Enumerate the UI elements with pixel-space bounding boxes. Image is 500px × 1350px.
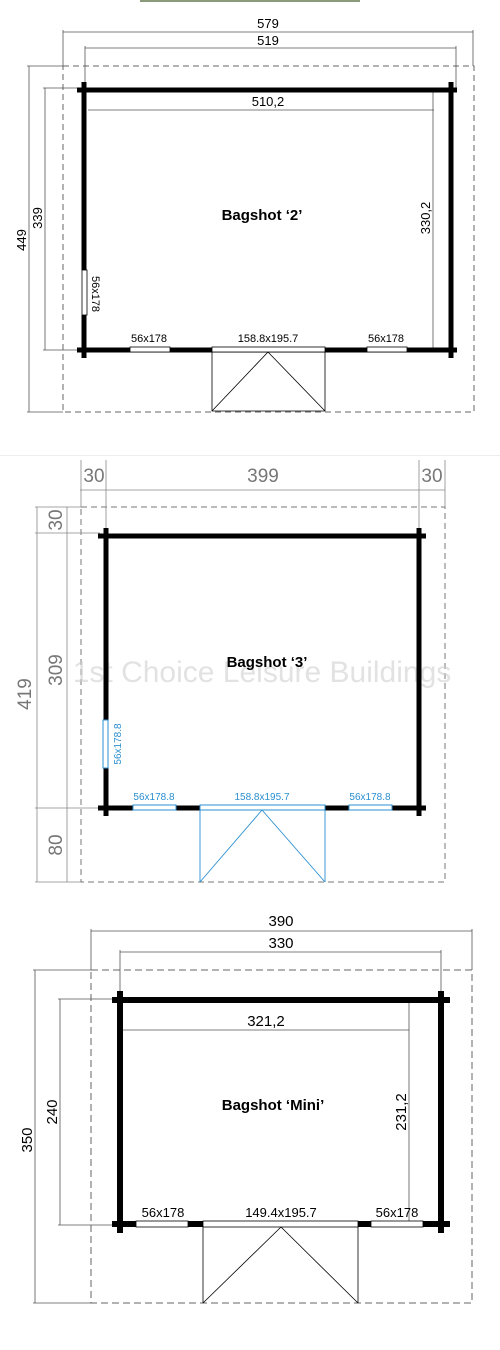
window-front-right xyxy=(348,804,393,811)
plan-bagshot-mini: 390 330 321,2 350 240 2 xyxy=(19,913,473,1304)
label-door: 149.4x195.7 xyxy=(245,1205,317,1220)
window-front-left xyxy=(129,346,171,353)
label-width-399: 399 xyxy=(247,466,279,487)
dimension-inner-depth: 330,2 xyxy=(418,92,434,348)
dimension-roof-width: 519 xyxy=(84,33,457,90)
label-579: 579 xyxy=(257,16,279,31)
plan-title: Bagshot ‘Mini’ xyxy=(222,1097,325,1114)
roof-outline xyxy=(62,65,475,413)
label-231-2: 231,2 xyxy=(393,1093,410,1131)
label-window-front-right: 56x178 xyxy=(376,1205,419,1220)
plan-title: Bagshot ‘3’ xyxy=(227,654,308,671)
plan-bagshot-2: 579 519 510,2 449 339 xyxy=(14,0,475,413)
top-image-strip xyxy=(140,0,360,2)
window-front-right xyxy=(370,1220,424,1228)
label-window-front-right: 56x178 xyxy=(368,333,404,345)
dimension-total-width xyxy=(90,929,473,970)
label-350: 350 xyxy=(19,1127,36,1152)
roof-outline xyxy=(90,969,473,1304)
plan-title: Bagshot ‘2’ xyxy=(222,207,303,224)
dimension-wall-depth: 339 xyxy=(30,87,84,351)
label-339: 339 xyxy=(30,207,45,229)
door-swing xyxy=(199,809,326,883)
label-window-side: 56x178.8 xyxy=(113,723,124,765)
label-overhang-right: 30 xyxy=(421,466,442,487)
label-window-front-left: 56x178 xyxy=(142,1205,185,1220)
roof-outline xyxy=(80,506,446,883)
label-overhang-top: 30 xyxy=(46,509,67,530)
label-510-2: 510,2 xyxy=(252,94,285,109)
label-depth-419: 419 xyxy=(15,678,36,710)
label-window-front-right: 56x178.8 xyxy=(349,792,391,803)
door-opening xyxy=(199,804,326,811)
dimension-roof-width xyxy=(119,950,442,1000)
label-window-front-left: 56x178 xyxy=(131,333,167,345)
dimension-wall-depth xyxy=(58,998,120,1226)
label-390: 390 xyxy=(268,913,293,930)
label-449: 449 xyxy=(14,229,29,251)
label-321-2: 321,2 xyxy=(247,1013,285,1030)
dimension-left xyxy=(35,506,100,883)
window-side xyxy=(102,719,109,769)
watermark: 1st Choice Leisure Buildings xyxy=(73,656,452,689)
window-front-right xyxy=(366,346,408,353)
label-overhang-left: 30 xyxy=(83,466,104,487)
label-window-front-left: 56x178.8 xyxy=(133,792,175,803)
door-swing xyxy=(211,351,326,412)
section-divider xyxy=(0,455,500,456)
label-330-2: 330,2 xyxy=(418,202,433,235)
label-depth-309: 309 xyxy=(46,654,67,686)
window-front-left xyxy=(132,804,177,811)
label-door: 158.8x195.7 xyxy=(234,792,289,803)
door-swing xyxy=(202,1226,359,1304)
dimension-total-width: 579 xyxy=(62,16,474,66)
window-side xyxy=(81,269,88,316)
label-window-side: 56x178 xyxy=(89,276,101,312)
label-front-80: 80 xyxy=(46,834,67,855)
dimension-total-depth: 449 xyxy=(14,65,63,413)
dimension-total-depth xyxy=(33,969,91,1304)
window-front-left xyxy=(135,1220,189,1228)
label-519: 519 xyxy=(257,33,279,48)
label-240: 240 xyxy=(44,1099,61,1124)
label-door: 158.8x195.7 xyxy=(238,333,299,345)
door-opening xyxy=(202,1220,359,1228)
label-330: 330 xyxy=(268,935,293,952)
door-opening xyxy=(211,346,326,353)
dimension-top xyxy=(80,460,446,532)
plan-bagshot-3: 30 399 30 30 309 80 419 1st Choice Leisu… xyxy=(0,455,500,883)
dimension-inner-width: 510,2 xyxy=(88,94,434,111)
